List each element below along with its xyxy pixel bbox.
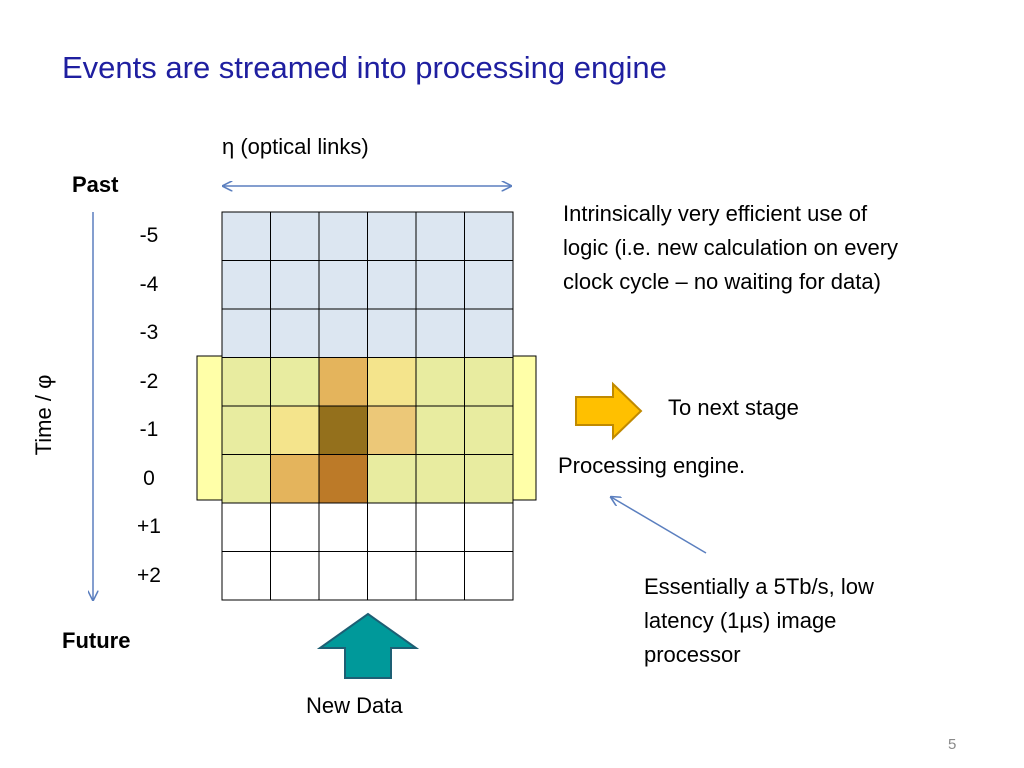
grid-cell bbox=[318, 454, 368, 504]
grid-cell bbox=[221, 502, 271, 552]
future-label: Future bbox=[62, 628, 131, 653]
grid-cell bbox=[367, 454, 417, 504]
grid-cell bbox=[270, 454, 320, 504]
new-data-arrow-icon bbox=[316, 612, 420, 679]
grid-cell bbox=[270, 308, 320, 358]
time-row-label: -3 bbox=[139, 321, 159, 344]
grid-cell bbox=[367, 502, 417, 552]
grid-cell bbox=[367, 551, 417, 601]
efficiency-note-line: clock cycle – no waiting for data) bbox=[563, 269, 881, 294]
pointer-arrow bbox=[611, 497, 707, 554]
time-axis-label: Time / φ bbox=[31, 374, 56, 456]
grid-cell bbox=[221, 260, 271, 310]
efficiency-note-line: logic (i.e. new calculation on every bbox=[563, 235, 899, 260]
efficiency-note-line: Intrinsically very efficient use of bbox=[563, 201, 868, 226]
page-number: 5 bbox=[948, 736, 957, 753]
processing-engine-label: Processing engine. bbox=[558, 453, 746, 478]
grid-cell bbox=[318, 308, 368, 358]
grid-cell bbox=[464, 357, 514, 407]
grid-cell bbox=[318, 260, 368, 310]
grid-cell bbox=[415, 357, 465, 407]
new-data-label: New Data bbox=[306, 693, 403, 718]
grid-cell bbox=[221, 551, 271, 601]
grid-cell bbox=[367, 211, 417, 261]
past-label: Past bbox=[72, 172, 119, 197]
grid-cell bbox=[415, 308, 465, 358]
next-stage-arrow-icon bbox=[575, 381, 643, 441]
processor-note-line: latency (1µs) image bbox=[644, 608, 837, 633]
processor-note-line: processor bbox=[644, 642, 741, 667]
grid-cell bbox=[367, 260, 417, 310]
grid-cell bbox=[221, 211, 271, 261]
grid-cell bbox=[415, 260, 465, 310]
time-row-label: +2 bbox=[137, 563, 161, 587]
grid-cell bbox=[318, 357, 368, 407]
time-row-label: -1 bbox=[139, 418, 159, 441]
grid-cell bbox=[464, 405, 514, 455]
grid-cell bbox=[270, 357, 320, 407]
processor-note: Essentially a 5Tb/s, low latency (1µs) i… bbox=[644, 570, 874, 672]
time-row-label: -5 bbox=[139, 224, 159, 247]
grid-cell bbox=[415, 405, 465, 455]
grid-cell bbox=[415, 551, 465, 601]
grid-cell bbox=[270, 551, 320, 601]
page-title: Events are streamed into processing engi… bbox=[62, 50, 667, 85]
grid-cell bbox=[221, 405, 271, 455]
grid-cell bbox=[221, 308, 271, 358]
grid-cell bbox=[464, 502, 514, 552]
grid-cell bbox=[464, 211, 514, 261]
time-row-label: -2 bbox=[139, 369, 159, 393]
grid-cell bbox=[464, 454, 514, 504]
grid-cell bbox=[367, 357, 417, 407]
grid-cell bbox=[221, 454, 271, 504]
grid-cell bbox=[318, 405, 368, 455]
grid-cell bbox=[464, 260, 514, 310]
grid-cell bbox=[415, 211, 465, 261]
grid-cell bbox=[270, 405, 320, 455]
grid-cell bbox=[415, 454, 465, 504]
eta-label: η (optical links) bbox=[222, 134, 369, 159]
processor-note-line: Essentially a 5Tb/s, low bbox=[644, 574, 874, 599]
grid-cell bbox=[318, 551, 368, 601]
grid-cell bbox=[270, 260, 320, 310]
grid-cell bbox=[464, 308, 514, 358]
grid-cell bbox=[270, 211, 320, 261]
grid-cell bbox=[221, 357, 271, 407]
time-row-label: +1 bbox=[137, 515, 161, 538]
grid-cell bbox=[318, 502, 368, 552]
time-row-label: -4 bbox=[139, 272, 159, 296]
time-row-label: 0 bbox=[143, 466, 155, 490]
grid-cell bbox=[367, 308, 417, 358]
grid-cell bbox=[270, 502, 320, 552]
grid-cell bbox=[464, 551, 514, 601]
grid-cell bbox=[415, 502, 465, 552]
grid-cell bbox=[367, 405, 417, 455]
next-stage-label: To next stage bbox=[668, 395, 799, 420]
grid-cell bbox=[318, 211, 368, 261]
efficiency-note: Intrinsically very efficient use of logi… bbox=[563, 197, 898, 299]
